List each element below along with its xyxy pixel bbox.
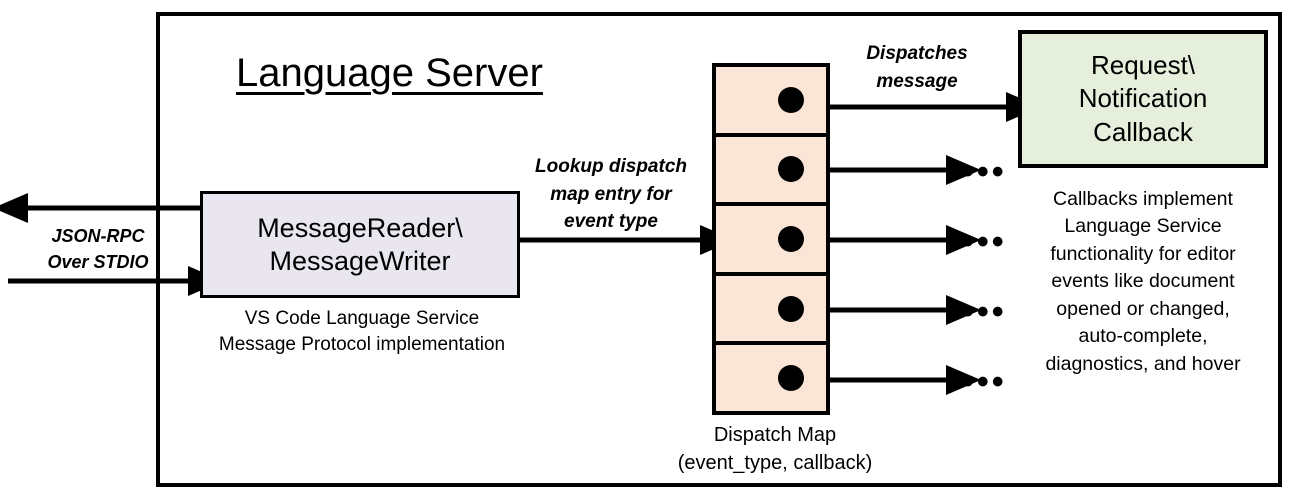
callback-caption-line-7: diagnostics, and hover bbox=[1045, 352, 1241, 375]
callback-caption-line-6: auto-complete, bbox=[1078, 325, 1208, 348]
dispatch-entry-3[interactable] bbox=[716, 206, 826, 276]
message-writer-label: MessageWriter bbox=[269, 245, 451, 276]
lookup-line-2: map entry for bbox=[550, 183, 672, 205]
dispatch-dot-icon bbox=[778, 295, 804, 322]
dispatch-entry-4[interactable] bbox=[716, 276, 826, 346]
page-title: Language Server bbox=[236, 51, 543, 95]
dispatch-dot-icon bbox=[778, 225, 804, 252]
lookup-dispatch-edge-label: Lookup dispatch map entry for event type bbox=[520, 153, 702, 236]
ellipsis-1: ••• bbox=[962, 153, 1007, 191]
mrw-caption-line-2: Message Protocol implementation bbox=[218, 334, 506, 356]
callback-caption-line-5: opened or changed, bbox=[1056, 297, 1230, 320]
ellipsis-4: ••• bbox=[962, 363, 1007, 401]
dispatches-line-1: Dispatches bbox=[866, 43, 968, 64]
dispatch-entry-5[interactable] bbox=[716, 345, 826, 411]
message-reader-label: MessageReader\ bbox=[257, 212, 463, 243]
callback-caption: Callbacks implement Language Service fun… bbox=[1012, 186, 1274, 378]
callback-caption-line-2: Language Service bbox=[1064, 215, 1222, 238]
callback-line-2: Notification bbox=[1078, 83, 1208, 114]
json-rpc-line-1: JSON-RPC bbox=[51, 226, 145, 246]
message-reader-writer-box[interactable]: MessageReader\ MessageWriter bbox=[200, 191, 520, 298]
mrw-caption-line-1: VS Code Language Service bbox=[244, 308, 480, 329]
json-rpc-line-2: Over STDIO bbox=[47, 251, 149, 272]
dispatch-entry-1[interactable] bbox=[716, 67, 826, 137]
dispatch-dot-icon bbox=[778, 156, 804, 183]
dispatches-line-2: message bbox=[876, 70, 958, 92]
dispatches-message-edge-label: Dispatches message bbox=[832, 40, 1002, 95]
dispatch-dot-icon bbox=[778, 86, 804, 113]
language-server-boundary bbox=[156, 12, 1282, 487]
dispatch-dot-icon bbox=[778, 365, 804, 392]
dispatch-map-caption: Dispatch Map (event_type, callback) bbox=[650, 421, 900, 478]
ellipsis-3: ••• bbox=[962, 293, 1007, 331]
dispatch-caption-line-1: Dispatch Map bbox=[713, 424, 837, 446]
callback-caption-line-3: functionality for editor bbox=[1050, 242, 1236, 265]
dispatch-caption-line-2: (event_type, callback) bbox=[677, 452, 873, 475]
request-notification-callback-box[interactable]: Request\ Notification Callback bbox=[1018, 30, 1268, 168]
callback-line-3: Callback bbox=[1093, 116, 1193, 147]
json-rpc-transport-label: JSON-RPC Over STDIO bbox=[28, 224, 168, 275]
dispatch-entry-2[interactable] bbox=[716, 137, 826, 207]
ellipsis-2: ••• bbox=[962, 223, 1007, 261]
dispatch-map-table[interactable] bbox=[712, 63, 830, 415]
lookup-line-3: event type bbox=[564, 211, 658, 233]
callback-line-1: Request\ bbox=[1090, 50, 1196, 81]
callback-caption-line-1: Callbacks implement bbox=[1053, 188, 1233, 210]
lookup-line-1: Lookup dispatch bbox=[535, 156, 687, 177]
message-reader-writer-caption: VS Code Language Service Message Protoco… bbox=[186, 306, 538, 358]
callback-caption-line-4: events like document bbox=[1051, 270, 1235, 293]
